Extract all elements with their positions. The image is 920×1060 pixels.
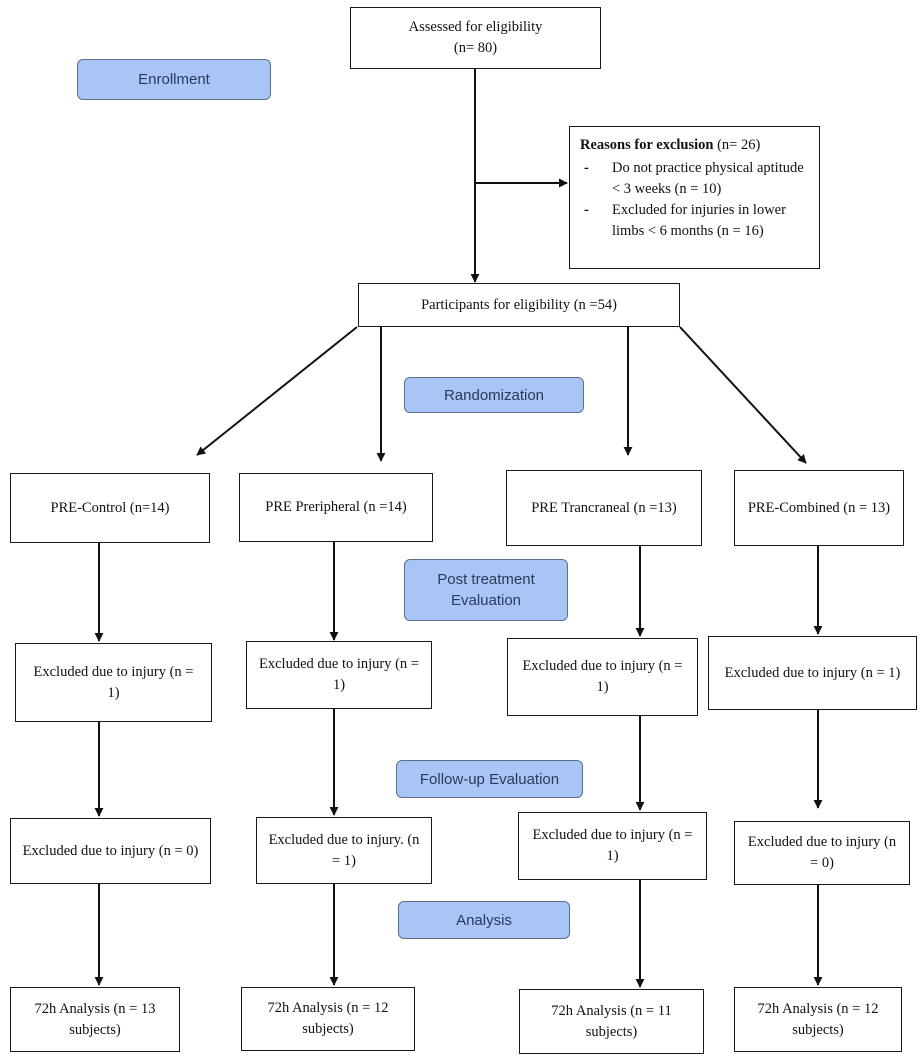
stage-enrollment: Enrollment <box>77 59 271 100</box>
group-4-followup-excluded-box: Excluded due to injury (n = 0) <box>734 821 910 885</box>
participants-label: Participants for eligibility (n =54) <box>421 296 617 313</box>
group-1-followup-excluded-box: Excluded due to injury (n = 0) <box>10 818 211 884</box>
group-1-post-excluded-box: Excluded due to injury (n = 1) <box>15 643 212 722</box>
group-1-analysis-box: 72h Analysis (n = 13 subjects) <box>10 987 180 1052</box>
group-1-pre-box: PRE-Control (n=14) <box>10 473 210 543</box>
stage-follow-up: Follow-up Evaluation <box>396 760 583 798</box>
group-1-post-excluded-label: Excluded due to injury (n = 1) <box>33 663 194 701</box>
group-3-post-excluded-label: Excluded due to injury (n = 1) <box>522 658 683 695</box>
group-2-pre-box: PRE Preripheral (n =14) <box>239 473 433 542</box>
group-2-followup-excluded-box: Excluded due to injury. (n = 1) <box>256 817 432 884</box>
exclusion-box: Reasons for exclusion (n= 26) - Do not pr… <box>569 126 820 269</box>
stage-randomization: Randomization <box>404 377 584 413</box>
group-3-analysis-box: 72h Analysis (n = 11 subjects) <box>519 989 704 1054</box>
group-3-followup-excluded-box: Excluded due to injury (n = 1) <box>518 812 707 880</box>
participants-box: Participants for eligibility (n =54) <box>358 283 680 327</box>
exclusion-reasons: - Do not practice physical aptitude < 3 w… <box>580 158 807 242</box>
group-2-pre-label: PRE Preripheral (n =14) <box>265 499 407 515</box>
group-4-post-excluded-label: Excluded due to injury (n = 1) <box>724 664 901 681</box>
arrow-to-group-4 <box>679 326 807 464</box>
group-2-analysis-box: 72h Analysis (n = 12 subjects) <box>241 987 415 1051</box>
exclusion-reason-text: Do not practice physical aptitude < 3 we… <box>612 160 804 197</box>
group-3-pre-label: PRE Trancraneal (n =13) <box>531 499 677 516</box>
group-4-pre-box: PRE-Combined (n = 13) <box>734 470 904 546</box>
exclusion-reason-text: Excluded for injuries in lower limbs < 6… <box>612 202 786 239</box>
group-4-analysis-box: 72h Analysis (n = 12 subjects) <box>734 987 902 1052</box>
assessed-count: (n= 80) <box>453 40 498 56</box>
group-2-analysis-label: 72h Analysis (n = 12 subjects) <box>267 1000 389 1037</box>
group-3-analysis-label: 72h Analysis (n = 11 subjects) <box>551 1002 672 1040</box>
group-3-pre-box: PRE Trancraneal (n =13) <box>506 470 702 546</box>
group-1-analysis-label: 72h Analysis (n = 13 subjects) <box>34 1000 156 1038</box>
arrow-to-group-1 <box>196 326 358 456</box>
group-4-pre-label: PRE-Combined (n = 13) <box>747 499 891 516</box>
exclusion-count: (n= 26) <box>713 137 761 153</box>
group-2-post-excluded-label: Excluded due to injury (n = 1) <box>259 656 419 693</box>
group-3-followup-excluded-label: Excluded due to injury (n = 1) <box>532 827 693 864</box>
exclusion-reason: - Do not practice physical aptitude < 3 w… <box>580 158 807 200</box>
group-2-post-excluded-box: Excluded due to injury (n = 1) <box>246 641 432 709</box>
assessed-label: Assessed for eligibility <box>408 19 543 35</box>
assessed-box: Assessed for eligibility (n= 80) <box>350 7 601 69</box>
group-4-analysis-label: 72h Analysis (n = 12 subjects) <box>757 1000 879 1038</box>
group-3-post-excluded-box: Excluded due to injury (n = 1) <box>507 638 698 716</box>
stage-analysis: Analysis <box>398 901 570 939</box>
bullet-dash-icon: - <box>584 202 589 218</box>
exclusion-heading: Reasons for exclusion (n= 26) <box>580 135 760 156</box>
group-2-followup-excluded-label: Excluded due to injury. (n = 1) <box>268 831 420 869</box>
group-1-pre-label: PRE-Control (n=14) <box>50 499 170 516</box>
exclusion-title: Reasons for exclusion <box>580 137 714 153</box>
group-4-post-excluded-box: Excluded due to injury (n = 1) <box>708 636 917 710</box>
group-4-followup-excluded-label: Excluded due to injury (n = 0) <box>747 834 897 871</box>
group-1-followup-excluded-label: Excluded due to injury (n = 0) <box>22 842 199 859</box>
exclusion-reason: - Excluded for injuries in lower limbs < … <box>580 200 807 242</box>
stage-post-treatment: Post treatment Evaluation <box>404 559 568 621</box>
bullet-dash-icon: - <box>584 160 589 176</box>
